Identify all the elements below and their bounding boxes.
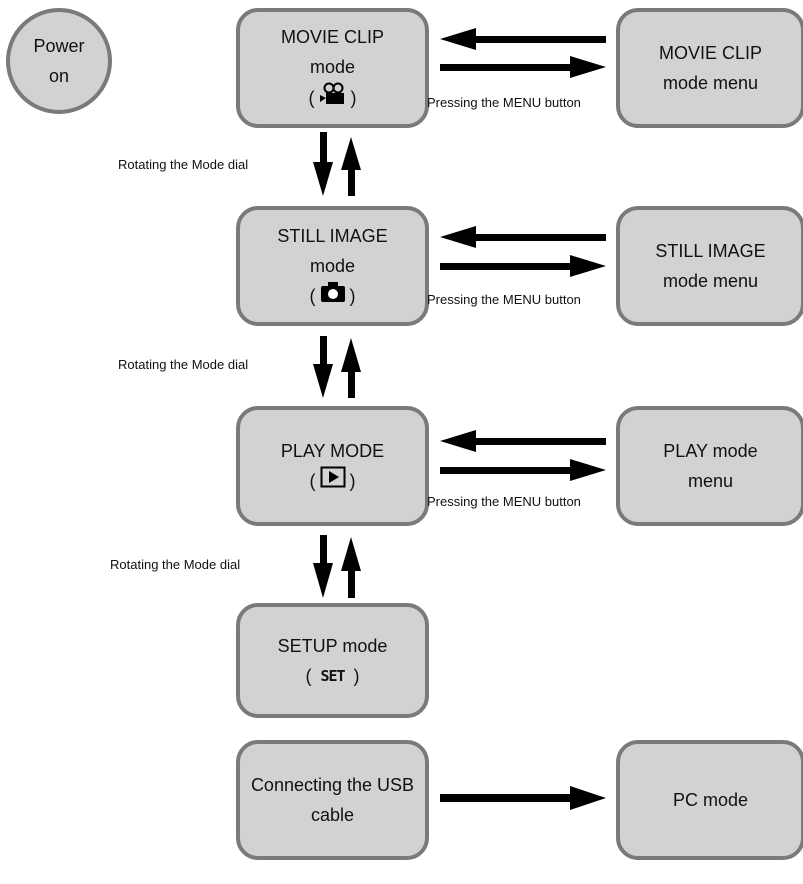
usb-line2: cable bbox=[310, 805, 355, 825]
arrow-right-play bbox=[440, 459, 606, 481]
rotating-dial-label-3: Rotating the Mode dial bbox=[110, 557, 241, 572]
still-image-mode-line1: STILL IMAGE bbox=[277, 225, 388, 246]
power-on-line2: on bbox=[48, 66, 70, 86]
rotating-dial-label-2: Rotating the Mode dial bbox=[118, 357, 249, 372]
arrow-down-3 bbox=[313, 535, 333, 598]
play-menu-line1: PLAY mode bbox=[663, 441, 758, 461]
movie-camera-icon bbox=[319, 82, 347, 115]
arrow-left-play bbox=[440, 430, 606, 452]
arrow-up-1 bbox=[341, 137, 361, 196]
setup-mode-node: SETUP mode ( SET ) bbox=[236, 603, 429, 718]
pressing-menu-label-1: Pressing the MENU button bbox=[427, 95, 581, 110]
arrow-left-still bbox=[440, 226, 606, 248]
still-image-mode-line2: mode bbox=[309, 255, 356, 276]
power-on-line1: Power bbox=[33, 36, 85, 56]
usb-connection-node: Connecting the USB cable bbox=[236, 740, 429, 860]
arrow-left-movie bbox=[440, 28, 606, 50]
movie-clip-menu-node: MOVIE CLIP mode menu bbox=[616, 8, 803, 128]
movie-clip-mode-node: MOVIE CLIP mode ( ) bbox=[236, 8, 429, 128]
arrow-down-2 bbox=[313, 336, 333, 398]
pressing-menu-label-3: Pressing the MENU button bbox=[427, 494, 581, 509]
movie-clip-mode-line2: mode bbox=[309, 56, 356, 77]
pressing-menu-label-2: Pressing the MENU button bbox=[427, 292, 581, 307]
still-image-menu-line1: STILL IMAGE bbox=[655, 241, 766, 261]
rotating-dial-label-1: Rotating the Mode dial bbox=[118, 157, 249, 172]
arrow-up-3 bbox=[341, 537, 361, 598]
still-image-menu-node: STILL IMAGE mode menu bbox=[616, 206, 803, 326]
movie-clip-menu-line1: MOVIE CLIP bbox=[658, 43, 763, 63]
play-menu-line2: menu bbox=[687, 471, 734, 491]
pc-mode-node: PC mode bbox=[616, 740, 803, 860]
play-mode-line1: PLAY MODE bbox=[280, 440, 385, 461]
usb-line1: Connecting the USB bbox=[250, 775, 415, 795]
arrow-right-still bbox=[440, 255, 606, 277]
play-icon bbox=[320, 466, 346, 497]
arrow-up-2 bbox=[341, 338, 361, 398]
still-image-mode-node: STILL IMAGE mode ( ) bbox=[236, 206, 429, 326]
still-image-menu-line2: mode menu bbox=[662, 271, 759, 291]
play-menu-node: PLAY mode menu bbox=[616, 406, 803, 526]
arrow-right-usb-pc bbox=[440, 786, 606, 810]
movie-clip-menu-line2: mode menu bbox=[662, 73, 759, 93]
arrow-down-1 bbox=[313, 132, 333, 196]
set-icon: SET bbox=[320, 666, 345, 685]
setup-mode-line1: SETUP mode bbox=[277, 635, 388, 656]
power-on-node: Power on bbox=[6, 8, 112, 114]
arrow-right-movie bbox=[440, 56, 606, 78]
camera-icon bbox=[320, 281, 346, 312]
movie-clip-mode-line1: MOVIE CLIP bbox=[280, 26, 385, 47]
pc-mode-line1: PC mode bbox=[672, 790, 749, 810]
play-mode-node: PLAY MODE ( ) bbox=[236, 406, 429, 526]
